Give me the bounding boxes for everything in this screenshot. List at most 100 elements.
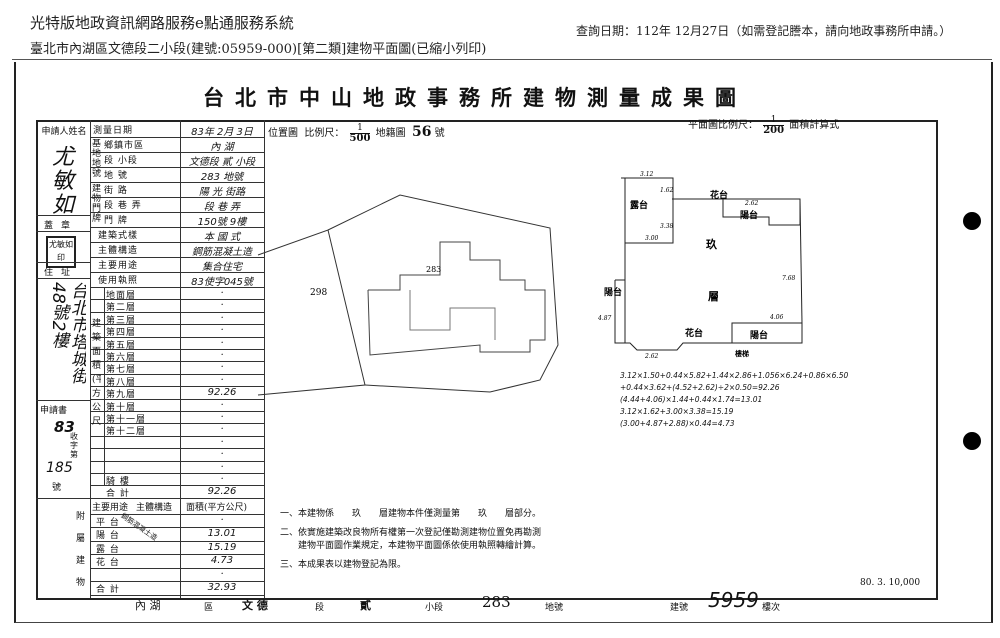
base-group-label: 基地地號 bbox=[92, 139, 101, 179]
annex-col-use: 主要用途 bbox=[92, 502, 129, 513]
svg-text:4.06: 4.06 bbox=[769, 314, 784, 321]
attr-3-label: 使用執照 bbox=[98, 276, 139, 286]
attr-3-value: 83使字045號 bbox=[191, 277, 253, 288]
row-divider bbox=[90, 242, 264, 243]
attr-2-value: 集合住宅 bbox=[202, 262, 242, 273]
door-1-value: 段 巷 弄 bbox=[203, 202, 241, 213]
annex-0-label: 平 台 bbox=[96, 517, 120, 528]
row-divider bbox=[90, 137, 264, 138]
annex-5-value: 32.93 bbox=[207, 582, 237, 594]
row-divider bbox=[90, 411, 264, 412]
floor-2-label: 第三層 bbox=[106, 315, 137, 326]
building-outline bbox=[367, 241, 546, 356]
base-2-value: 283 地號 bbox=[200, 172, 244, 183]
annex-3-label: 花 台 bbox=[96, 558, 120, 569]
annex-1-label: 陽 台 bbox=[96, 531, 120, 542]
annex-2-label: 露 台 bbox=[96, 544, 120, 555]
svg-text:陽台: 陽台 bbox=[750, 329, 768, 341]
row-divider bbox=[90, 361, 264, 363]
scanned-document-frame bbox=[14, 62, 993, 623]
door-2-value: 150號 9樓 bbox=[197, 217, 247, 228]
base-1-label: 段 小段 bbox=[104, 156, 138, 166]
floor-plan: 露台 花台 陽台 玖 層 陽台 花台 陽台 樓梯 3.12 1.62 3.38 … bbox=[597, 171, 803, 360]
footer-district-suffix: 區 bbox=[204, 603, 214, 613]
attr-0-label: 建築式樣 bbox=[98, 231, 139, 241]
annex-3-value: 4.73 bbox=[210, 555, 234, 567]
svg-text:3.00: 3.00 bbox=[645, 235, 659, 242]
door-2-label: 門 牌 bbox=[104, 216, 128, 226]
door-1-label: 段 巷 弄 bbox=[104, 201, 142, 211]
floor-3-value: · bbox=[220, 325, 224, 337]
svg-text:陽台: 陽台 bbox=[740, 209, 758, 221]
notes: 一、本建物係 玖 層建物本件僅測量第 玖 層部分。 二、依實施建築改良物所有權第… bbox=[280, 509, 542, 570]
floor-9-value: · bbox=[220, 399, 224, 411]
row-divider bbox=[90, 435, 264, 437]
binder-hole-icon bbox=[963, 212, 981, 230]
svg-text:陽台: 陽台 bbox=[604, 286, 622, 298]
floor-4-label: 第五層 bbox=[106, 340, 137, 351]
svg-text:1.62: 1.62 bbox=[660, 187, 674, 194]
footer-section-suffix: 段 bbox=[315, 603, 325, 613]
annex-5-label: 合 計 bbox=[96, 585, 120, 596]
footer-bldg-label: 建號 bbox=[670, 603, 689, 613]
annex-col-struct: 主體構造 bbox=[136, 502, 173, 513]
floor-14-value: · bbox=[220, 461, 224, 473]
base-2-label: 地 號 bbox=[104, 171, 128, 181]
svg-text:7.68: 7.68 bbox=[782, 275, 796, 282]
seal-label: 蓋章 bbox=[44, 221, 79, 231]
header-divider bbox=[12, 59, 992, 60]
location-map: 298 283 bbox=[257, 194, 559, 396]
door-0-value: 陽 光 街路 bbox=[198, 187, 246, 198]
application-mid: 收字第 bbox=[70, 432, 78, 459]
svg-text:花台: 花台 bbox=[685, 327, 703, 339]
footer-floor-label: 樓次 bbox=[762, 603, 781, 613]
row-divider bbox=[90, 373, 264, 375]
binder-hole-icon bbox=[963, 432, 981, 450]
annex-col-area: 面積(平方公尺) bbox=[186, 502, 248, 513]
floor-3-label: 第四層 bbox=[106, 328, 137, 339]
address-label: 住址 bbox=[44, 268, 79, 278]
floor-5-label: 第六層 bbox=[106, 353, 137, 363]
row-divider bbox=[90, 311, 264, 313]
annex-0-value: · bbox=[220, 514, 224, 526]
row-divider bbox=[90, 299, 264, 301]
lot-main-number: 283 bbox=[426, 265, 441, 274]
row-divider bbox=[90, 448, 264, 450]
floor-10-value: · bbox=[220, 412, 224, 423]
row-divider bbox=[90, 182, 264, 183]
applicant-seal: 尤敏如印 bbox=[46, 236, 76, 268]
application-number: 185 bbox=[46, 460, 73, 476]
row-divider bbox=[90, 513, 264, 515]
svg-text:玖: 玖 bbox=[706, 237, 718, 251]
floor-0-label: 地面層 bbox=[106, 291, 137, 301]
footer-lot: 283 bbox=[482, 593, 511, 611]
row-divider bbox=[90, 152, 264, 153]
applicant-address: 台北市塔城街48號2樓 bbox=[48, 282, 86, 384]
document-title: 台北市中山地政事務所建物測量成果圖 bbox=[203, 85, 747, 110]
row-divider bbox=[90, 227, 264, 228]
floor-15-label: 騎 樓 bbox=[106, 477, 130, 487]
row-divider bbox=[90, 336, 264, 338]
lot-298-boundary bbox=[257, 229, 366, 396]
row-divider bbox=[90, 567, 264, 569]
floor-2-value: · bbox=[220, 312, 224, 324]
floor-10-label: 第十一層 bbox=[106, 415, 147, 425]
floor-9-label: 第十層 bbox=[106, 402, 137, 413]
row-divider bbox=[90, 212, 264, 213]
floor-16-label: 合 計 bbox=[106, 489, 130, 500]
svg-text:3.38: 3.38 bbox=[660, 223, 674, 230]
row-divider bbox=[90, 398, 264, 400]
floor-8-value: 92.26 bbox=[207, 387, 237, 399]
survey-date-label: 測量日期 bbox=[93, 126, 134, 136]
row-divider bbox=[90, 272, 264, 273]
floor-4-value: · bbox=[220, 337, 224, 349]
annex-group-label: 附屬建物 bbox=[76, 511, 85, 588]
floor-1-label: 第二層 bbox=[106, 303, 137, 314]
svg-text:層: 層 bbox=[708, 290, 719, 303]
svg-text:4.87: 4.87 bbox=[597, 315, 612, 322]
attr-1-label: 主體構造 bbox=[98, 246, 139, 256]
floor-7-label: 第八層 bbox=[106, 377, 137, 388]
area-formulas: 3.12×1.50+0.44×5.82+1.44×2.86+1.056×6.24… bbox=[620, 371, 849, 428]
